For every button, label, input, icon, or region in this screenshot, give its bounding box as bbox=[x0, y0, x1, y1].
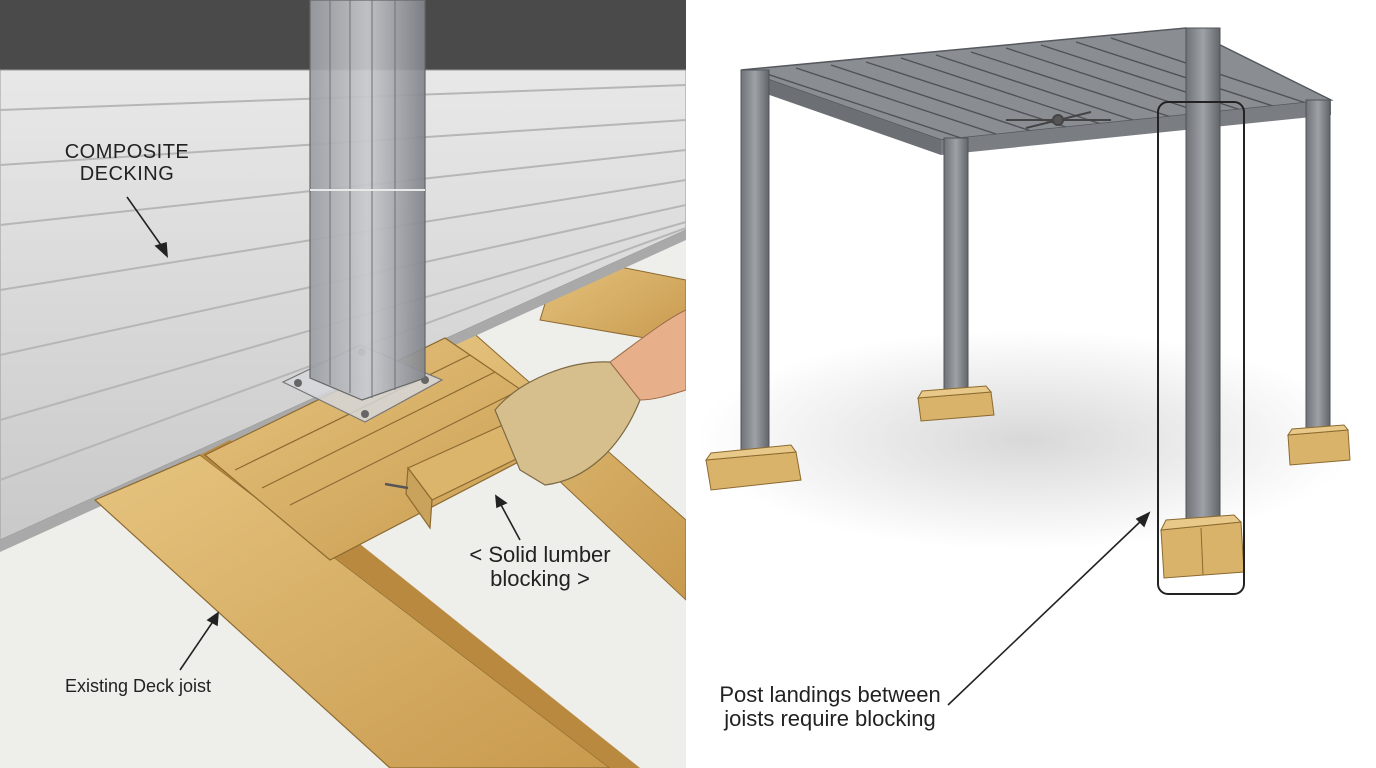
ground-shadow bbox=[696, 330, 1356, 550]
pergola-post-back-left bbox=[944, 138, 968, 400]
footing-block-back-left bbox=[918, 386, 994, 421]
label-existing-deck-joist: Existing Deck joist bbox=[48, 677, 228, 697]
blocking-closeup-illustration bbox=[0, 0, 686, 768]
pergola-post-front-left bbox=[741, 70, 769, 460]
pergola-post-back-right bbox=[1306, 100, 1330, 435]
anchor-bolt bbox=[361, 410, 369, 418]
pergola-overview-illustration bbox=[686, 0, 1376, 768]
footing-block-front-right bbox=[1161, 515, 1244, 578]
label-composite-decking: COMPOSITE DECKING bbox=[52, 141, 202, 185]
footing-block-back-right bbox=[1288, 425, 1350, 465]
aluminum-post bbox=[310, 0, 425, 400]
anchor-bolt bbox=[294, 379, 302, 387]
label-post-landings: Post landings between joists require blo… bbox=[708, 683, 952, 731]
label-solid-lumber-blocking: < Solid lumber blocking > bbox=[460, 543, 620, 591]
